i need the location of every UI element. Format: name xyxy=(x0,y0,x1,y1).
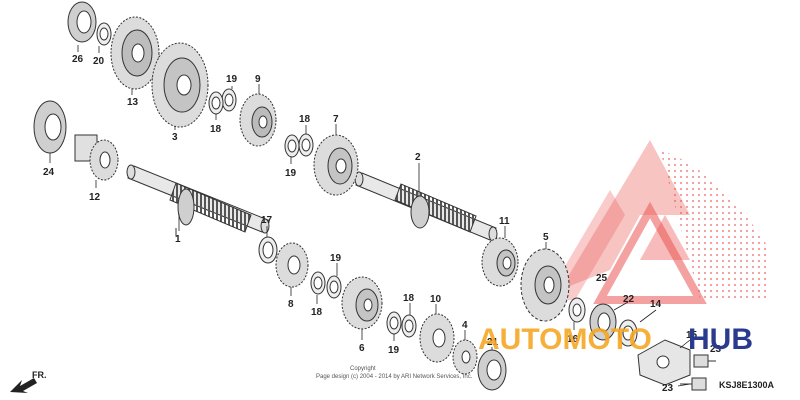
bolt-23-upper xyxy=(693,354,716,368)
copyright-line: Page design (c) 2004 - 2014 by ARI Netwo… xyxy=(316,374,473,380)
part-label: 16 xyxy=(567,334,579,345)
part-label: 18 xyxy=(210,124,222,135)
gear-13 xyxy=(110,16,160,90)
plate-15 xyxy=(637,339,691,386)
part-label: 20 xyxy=(93,56,105,67)
gear-12 xyxy=(74,134,119,181)
washer-18-bottom xyxy=(401,314,417,338)
part-label: 4 xyxy=(462,320,468,331)
washer-19-mid xyxy=(284,134,300,158)
gear-7 xyxy=(313,134,359,196)
part-label: 26 xyxy=(72,54,84,65)
gear-10 xyxy=(419,313,455,363)
part-label: 12 xyxy=(89,192,101,203)
watermark-logo xyxy=(545,140,770,304)
washer-19-bottom xyxy=(386,311,402,335)
part-label: 19 xyxy=(330,253,342,264)
part-label: 17 xyxy=(261,215,273,226)
part-label: 22 xyxy=(623,294,635,305)
gear-11 xyxy=(481,237,519,287)
washer-18-mid xyxy=(298,133,314,157)
part-label: 21 xyxy=(487,337,499,348)
gear-6 xyxy=(341,276,383,330)
washer-18-low xyxy=(310,271,326,295)
part-label: 14 xyxy=(650,299,662,310)
part-label: 9 xyxy=(255,74,261,85)
part-label: 15 xyxy=(686,330,698,341)
part-label: 10 xyxy=(430,294,442,305)
part-label: 18 xyxy=(311,307,323,318)
watermark-text-hub: HUB xyxy=(688,323,753,356)
part-label: 23 xyxy=(710,344,722,355)
part-label: 1 xyxy=(175,234,181,245)
part-label: 8 xyxy=(288,299,294,310)
watermark-text-automoto: AUTOMOTO xyxy=(478,323,652,356)
bolt-23-lower xyxy=(680,377,707,391)
part-label: 13 xyxy=(127,97,139,108)
part-label: 24 xyxy=(43,167,55,178)
part-label: 18 xyxy=(299,114,311,125)
washer-19-top xyxy=(221,88,237,112)
part-label: 6 xyxy=(359,343,365,354)
gear-9 xyxy=(239,93,277,147)
part-label: 18 xyxy=(403,293,415,304)
part-label: 2 xyxy=(415,152,421,163)
front-direction-label: FR. xyxy=(32,370,47,380)
countershaft-2 xyxy=(354,171,498,242)
gear-8 xyxy=(275,242,309,288)
washer-16 xyxy=(568,297,586,323)
washer-19-low xyxy=(326,275,342,299)
part-label: 11 xyxy=(499,216,510,227)
part-label: 5 xyxy=(543,232,549,243)
part-label: 3 xyxy=(172,132,178,143)
washer-20 xyxy=(96,22,112,46)
copyright-title: Copyright xyxy=(350,366,376,372)
bearing-26 xyxy=(67,1,97,43)
gear-4 xyxy=(452,339,478,375)
bearing-21 xyxy=(477,349,507,391)
part-labels: 26 20 13 3 19 18 9 18 19 7 24 12 1 2 17 … xyxy=(43,45,722,394)
sprocket-5 xyxy=(520,248,570,322)
washer-14 xyxy=(618,319,638,347)
washer-17 xyxy=(258,236,278,264)
part-label: 25 xyxy=(596,273,608,284)
part-label: 7 xyxy=(333,114,339,125)
part-label: 19 xyxy=(285,168,297,179)
washer-18-top xyxy=(208,91,224,115)
front-direction-arrow: FR. xyxy=(10,370,47,393)
part-label: 19 xyxy=(226,74,238,85)
bearing-24 xyxy=(33,100,67,154)
gear-3 xyxy=(151,42,209,128)
diagram-code: KSJ8E1300A xyxy=(719,380,775,390)
mainshaft-1 xyxy=(126,164,270,236)
bearing-22 xyxy=(589,303,617,341)
part-label: 23 xyxy=(662,383,674,394)
part-label: 19 xyxy=(388,345,400,356)
